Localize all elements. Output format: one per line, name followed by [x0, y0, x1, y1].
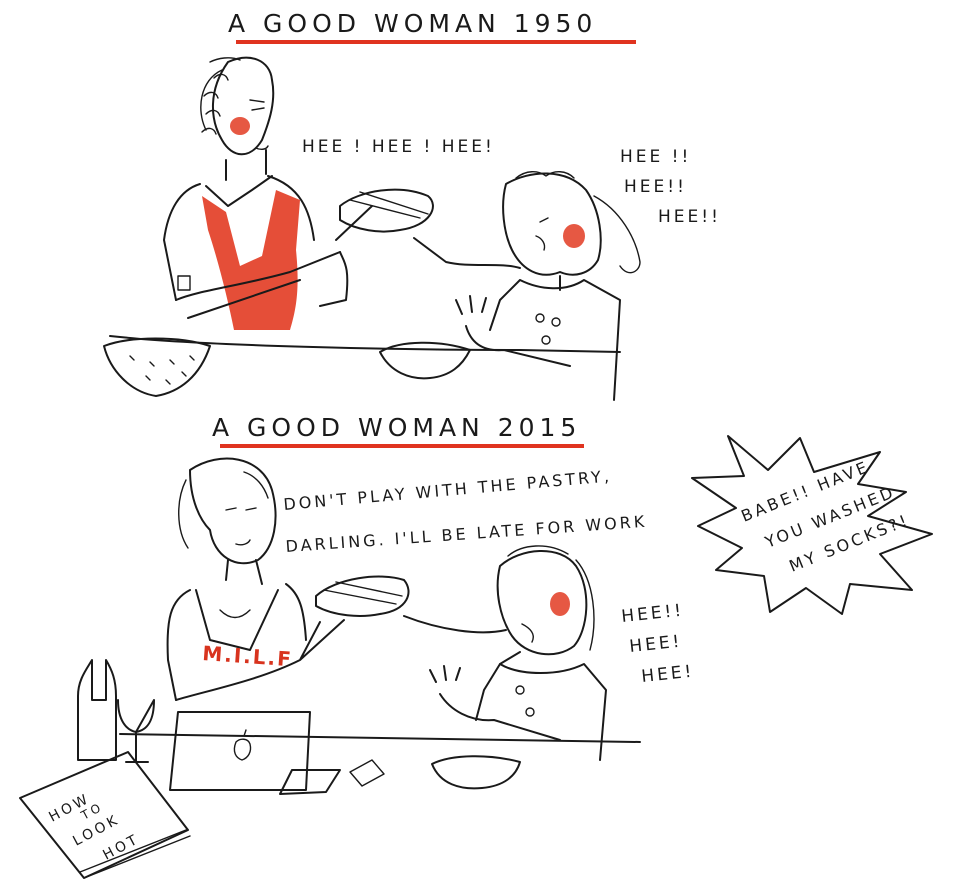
panel-2015: A GOOD WOMAN 2015 DON'T PLAY WITH THE PA… — [19, 413, 933, 879]
child-2015-speech: HEE!! HEE! HEE! — [620, 601, 695, 687]
child-1950-figure — [413, 171, 641, 401]
panel-1950-title: A GOOD WOMAN 1950 — [228, 9, 597, 38]
wine-bottle — [77, 659, 117, 761]
child-2015-figure — [403, 545, 607, 761]
svg-text:HOT: HOT — [100, 831, 142, 863]
mother-2015-figure: M.I.L.F — [166, 457, 345, 701]
panel-2015-title: A GOOD WOMAN 2015 — [212, 413, 581, 442]
laptop — [169, 711, 311, 791]
pastry-dish-2015 — [315, 575, 410, 617]
svg-text:HEE!: HEE! — [628, 632, 683, 657]
magazine-how-to-look-hot: HOW TO LOOK HOT — [19, 751, 191, 879]
svg-text:DON'T PLAY WITH THE PASTRY,: DON'T PLAY WITH THE PASTRY, — [283, 466, 613, 514]
wine-glass — [117, 699, 155, 763]
speech-burst: BABE!! HAVE YOU WASHED MY SOCKS?! — [691, 435, 933, 615]
svg-text:HEE!!: HEE!! — [620, 601, 685, 627]
svg-text:HEE!: HEE! — [640, 662, 695, 687]
phone-icon — [349, 759, 385, 787]
kitchen-table-2015 — [77, 659, 641, 795]
small-bowl — [379, 341, 471, 380]
svg-text:HEE!!: HEE!! — [658, 207, 721, 227]
pastry-dish-1950 — [339, 188, 434, 233]
panel-1950: A GOOD WOMAN 1950 — [103, 9, 721, 401]
mother-1950-figure — [163, 56, 373, 330]
cereal-bowl — [431, 755, 521, 790]
milf-shirt-text: M.I.L.F — [202, 641, 294, 671]
mother-1950-speech: HEE ! HEE ! HEE! — [302, 137, 495, 157]
svg-text:HEE!!: HEE!! — [624, 177, 687, 197]
apple-logo-icon — [233, 729, 252, 761]
mixing-bowl — [103, 337, 211, 397]
svg-text:HEE !!: HEE !! — [620, 147, 691, 167]
svg-text:DARLING. I'LL BE LATE FOR WORK: DARLING. I'LL BE LATE FOR WORK — [285, 512, 648, 556]
child-1950-speech: HEE !! HEE!! HEE!! — [620, 147, 721, 227]
kitchen-table-1950 — [103, 335, 621, 397]
mother-2015-speech: DON'T PLAY WITH THE PASTRY, DARLING. I'L… — [283, 466, 648, 556]
